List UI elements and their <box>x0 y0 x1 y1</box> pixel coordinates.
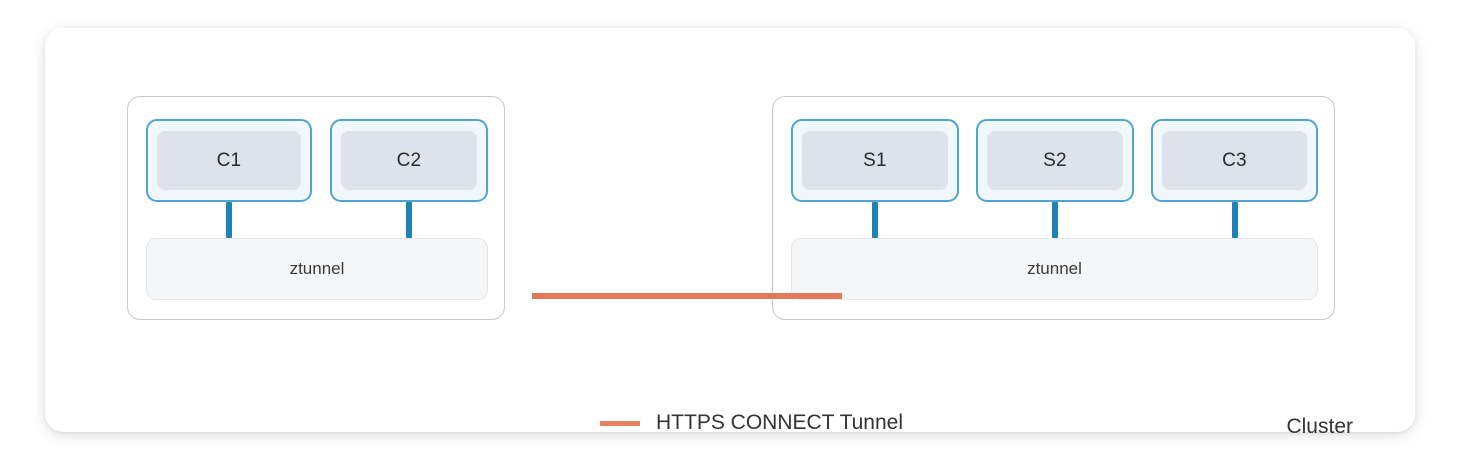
pod-s2-label: S2 <box>1043 149 1067 171</box>
ztunnel-left[interactable]: ztunnel <box>146 238 488 300</box>
node-group-left: C1 C2 ztunnel <box>127 96 505 320</box>
pod-c1-label: C1 <box>216 149 242 171</box>
pod-s1-container: S1 <box>802 131 948 190</box>
pod-c1-container: C1 <box>157 131 301 190</box>
legend: HTTPS CONNECT Tunnel <box>600 411 903 435</box>
node-group-right: S1 S2 C3 ztunnel <box>772 96 1335 320</box>
tunnel-line-swatch <box>600 420 640 426</box>
pod-c2-label: C2 <box>396 149 422 171</box>
pod-c2[interactable]: C2 <box>330 119 488 202</box>
cluster-caption: Cluster <box>1286 415 1353 438</box>
pod-c2-container: C2 <box>341 131 477 190</box>
pod-c1[interactable]: C1 <box>146 119 312 202</box>
connector-c1-to-ztunnel <box>226 202 232 238</box>
connector-s1-to-ztunnel <box>872 202 878 238</box>
connector-s2-to-ztunnel <box>1052 202 1058 238</box>
https-connect-tunnel-line <box>532 293 842 299</box>
pod-s1[interactable]: S1 <box>791 119 959 202</box>
connector-c2-to-ztunnel <box>406 202 412 238</box>
pod-s2-container: S2 <box>987 131 1123 190</box>
legend-label: HTTPS CONNECT Tunnel <box>656 411 904 434</box>
ztunnel-right[interactable]: ztunnel <box>791 238 1318 300</box>
ztunnel-left-label: ztunnel <box>289 259 345 278</box>
ztunnel-right-label: ztunnel <box>1027 259 1082 278</box>
pod-s1-label: S1 <box>863 149 887 171</box>
connector-c3-to-ztunnel <box>1232 202 1238 238</box>
pod-s2[interactable]: S2 <box>976 119 1134 202</box>
cluster-card: C1 C2 ztunnel S1 <box>45 28 1415 438</box>
pod-c3-label: C3 <box>1222 149 1247 171</box>
pod-c3[interactable]: C3 <box>1151 119 1318 202</box>
pod-c3-container: C3 <box>1162 131 1307 190</box>
